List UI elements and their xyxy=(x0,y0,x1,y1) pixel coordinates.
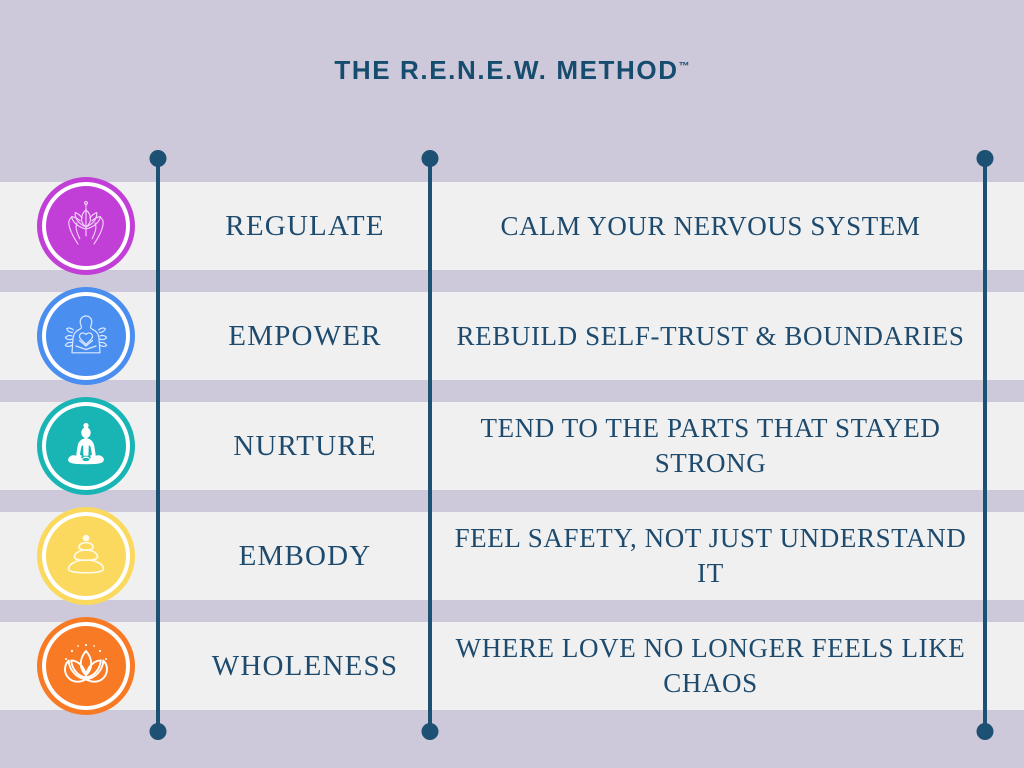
divider-dot-top xyxy=(149,150,167,167)
badge-ring xyxy=(42,512,130,600)
badge-ring xyxy=(42,402,130,490)
keyword-regulate: REGULATE xyxy=(225,209,385,242)
divider-dot-bottom xyxy=(149,723,167,740)
table-row: REGULATE CALM YOUR NERVOUS SYSTEM xyxy=(0,177,1024,275)
divider-dot-top xyxy=(421,150,439,167)
badge-nurture[interactable] xyxy=(37,397,135,495)
keyword-empower: EMPOWER xyxy=(228,319,382,352)
keyword-nurture: NURTURE xyxy=(233,429,377,462)
hands-holding-lotus-icon xyxy=(56,196,116,256)
meditating-figure-icon xyxy=(56,416,116,476)
method-rows: REGULATE CALM YOUR NERVOUS SYSTEM xyxy=(0,177,1024,715)
stacked-stones-icon xyxy=(56,526,116,586)
divider-dot-bottom xyxy=(421,723,439,740)
badge-embody[interactable] xyxy=(37,507,135,605)
description-wholeness: WHERE LOVE NO LONGER FEELS LIKE CHAOS xyxy=(455,633,966,698)
description-empower: REBUILD SELF-TRUST & BOUNDARIES xyxy=(456,320,965,351)
description-regulate: CALM YOUR NERVOUS SYSTEM xyxy=(500,210,921,241)
lotus-flower-icon xyxy=(55,635,117,697)
table-row: WHOLENESS WHERE LOVE NO LONGER FEELS LIK… xyxy=(0,617,1024,715)
table-row: NURTURE TEND TO THE PARTS THAT STAYED ST… xyxy=(0,397,1024,495)
description-embody: FEEL SAFETY, NOT JUST UNDERSTAND IT xyxy=(454,523,967,588)
page-title-text: THE R.E.N.E.W. METHOD xyxy=(334,54,679,85)
page-title: THE R.E.N.E.W. METHOD™ xyxy=(334,55,689,86)
badge-wholeness[interactable] xyxy=(37,617,135,715)
divider-line-left xyxy=(149,150,167,740)
divider-line-right xyxy=(976,150,994,740)
badge-ring xyxy=(42,622,130,710)
keyword-embody: EMBODY xyxy=(238,539,372,572)
badge-ring xyxy=(42,182,130,270)
keyword-wholeness: WHOLENESS xyxy=(211,649,399,682)
trademark-symbol: ™ xyxy=(678,59,690,72)
badge-regulate[interactable] xyxy=(37,177,135,275)
table-row: EMBODY FEEL SAFETY, NOT JUST UNDERSTAND … xyxy=(0,507,1024,605)
badge-ring xyxy=(42,292,130,380)
badge-empower[interactable] xyxy=(37,287,135,385)
divider-dot-top xyxy=(976,150,994,167)
divider-line-middle xyxy=(421,150,439,740)
description-nurture: TEND TO THE PARTS THAT STAYED STRONG xyxy=(480,413,941,478)
figure-with-heart-and-leaves-icon xyxy=(56,306,116,366)
page-header: THE R.E.N.E.W. METHOD™ xyxy=(0,0,1024,140)
table-row: EMPOWER REBUILD SELF-TRUST & BOUNDARIES xyxy=(0,287,1024,385)
divider-dot-bottom xyxy=(976,723,994,740)
